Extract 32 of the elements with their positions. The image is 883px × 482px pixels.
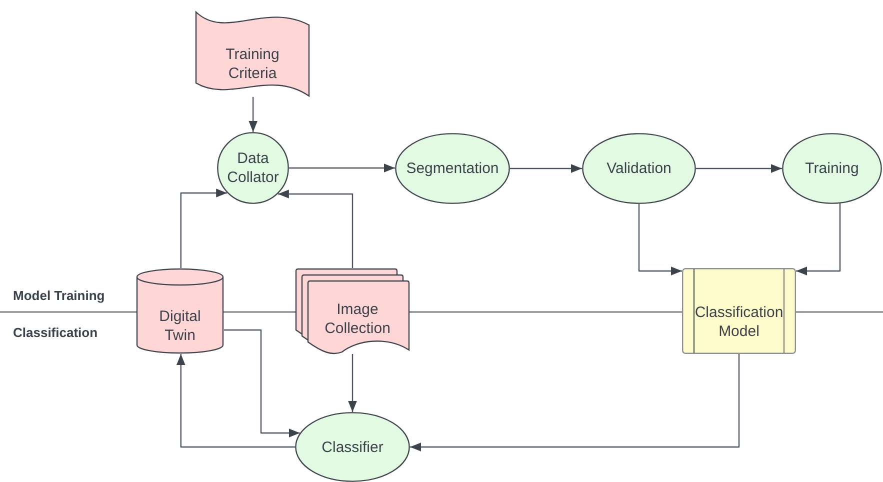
process-ellipse	[295, 412, 410, 482]
arrow	[278, 190, 354, 268]
node-label: Image Collection	[324, 300, 392, 338]
node-label: Segmentation	[405, 159, 500, 178]
arrow	[510, 164, 582, 173]
process-ellipse	[217, 132, 289, 204]
process-ellipse	[782, 133, 882, 204]
arrow	[289, 164, 395, 172]
node-label: Classifier	[320, 438, 384, 456]
lane-label: Model Training	[13, 287, 105, 305]
arrow	[176, 354, 295, 448]
arrow	[696, 164, 782, 173]
node-label: Training	[804, 159, 860, 178]
process-ellipse	[582, 133, 696, 204]
arrow	[796, 204, 841, 276]
arrow	[224, 329, 300, 438]
arrow	[410, 354, 740, 452]
tape-shape	[195, 10, 310, 97]
arrow	[180, 188, 228, 268]
node-label: Data Collator	[226, 149, 280, 187]
node-label: Digital Twin	[158, 307, 202, 345]
node-label: Validation	[606, 159, 672, 178]
process-ellipse	[395, 133, 510, 204]
node-label: Training Criteria	[224, 44, 280, 82]
node-label: Classification Model	[694, 303, 784, 341]
database-cylinder	[136, 268, 224, 354]
arrow	[638, 204, 682, 276]
arrow	[248, 97, 258, 132]
multi-document-shape	[295, 268, 410, 356]
predefined-process-box	[682, 268, 796, 354]
arrow	[348, 354, 357, 412]
lane-label: Classification	[13, 324, 98, 342]
